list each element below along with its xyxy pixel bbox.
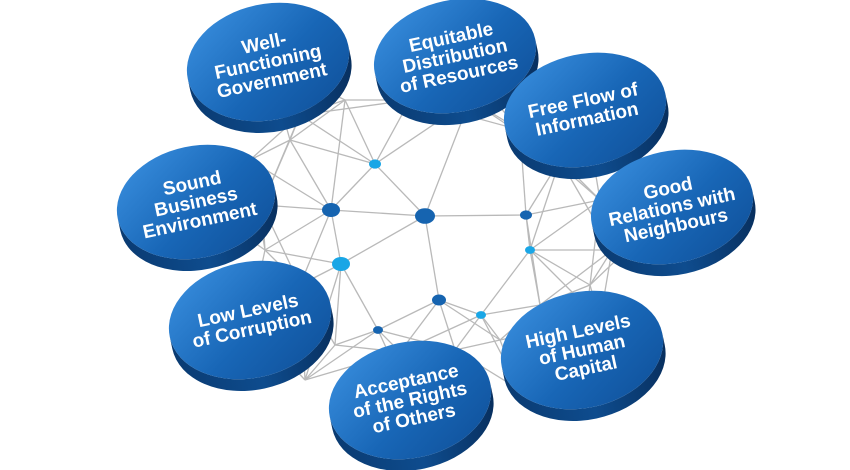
network-line: [330, 163, 376, 211]
pillar-disc-top: [373, 0, 537, 114]
pillar-disc-side: [187, 44, 352, 133]
hub-node-left-lower: [332, 256, 350, 272]
network-line: [330, 209, 342, 265]
network-line: [480, 314, 501, 341]
network-line: [264, 209, 332, 251]
network-line: [334, 263, 342, 346]
pillar-free-flow-of-information: Free Flow ofInformation: [503, 52, 669, 180]
pillar-disc-top: [590, 149, 754, 265]
pillar-discs: Well-FunctioningGovernmentEquitableDistr…: [116, 0, 756, 470]
pillar-disc-top: [500, 290, 664, 410]
pillar-disc-side: [117, 185, 278, 271]
pillar-low-levels-of-corruption: Low Levelsof Corruption: [168, 260, 334, 391]
network-line: [525, 199, 601, 216]
pillar-good-relations: GoodRelations withNeighbours: [590, 149, 756, 277]
network-line: [264, 249, 342, 265]
hub-node-bottom: [432, 294, 446, 306]
network-line: [424, 214, 527, 217]
network-line: [289, 139, 332, 211]
pillar-acceptance-of-rights: Acceptanceof the Rightsof Others: [328, 340, 494, 470]
network-line: [539, 249, 613, 306]
pillar-disc-top: [186, 2, 350, 122]
pillar-high-levels-of-human-capital: High Levelsof HumanCapital: [500, 290, 666, 421]
network-line: [344, 99, 376, 165]
hub-node-bottom-right: [476, 311, 486, 319]
network-line: [454, 314, 482, 351]
network-line: [334, 329, 379, 346]
network-line: [330, 99, 346, 211]
network-line: [424, 215, 440, 301]
network-line: [330, 209, 426, 217]
network-line: [374, 163, 426, 217]
network-line: [529, 249, 541, 306]
hub-node-bottom-left: [373, 326, 383, 334]
hub-node-top: [369, 159, 381, 169]
pillar-disc-top: [503, 52, 667, 168]
pillar-disc-side: [169, 302, 334, 391]
network-line: [304, 344, 336, 381]
pillar-well-functioning-government: Well-FunctioningGovernment: [186, 2, 352, 133]
network-line: [480, 249, 531, 316]
network-line: [529, 199, 601, 251]
hub-node-left: [322, 202, 340, 218]
network-line: [377, 299, 440, 331]
pillar-disc-top: [328, 340, 492, 460]
network-line: [340, 263, 379, 331]
hub-node-right: [520, 210, 532, 220]
network-line: [340, 215, 426, 265]
pillar-disc-side: [501, 332, 666, 421]
pillar-disc-side: [374, 38, 539, 126]
network-line: [438, 299, 482, 316]
pillar-disc-top: [168, 260, 332, 380]
network-line: [249, 139, 291, 161]
hub-node-right-lower: [525, 246, 535, 254]
pillar-disc-top: [116, 144, 276, 260]
network-line: [480, 304, 541, 316]
pillar-disc-side: [329, 382, 494, 470]
network-line: [454, 339, 501, 351]
network-line: [529, 249, 591, 286]
network-line: [289, 99, 346, 141]
pillar-disc-side: [504, 92, 669, 180]
network-line: [438, 299, 456, 351]
network-line: [289, 139, 376, 165]
network-line: [304, 329, 379, 381]
hub-node-center: [415, 208, 435, 224]
pillar-sound-business-environment: SoundBusinessEnvironment: [116, 144, 278, 271]
pillar-disc-side: [591, 189, 756, 277]
network-hubs: [322, 159, 535, 334]
pillar-equitable-distribution: EquitableDistributionof Resources: [373, 0, 539, 126]
